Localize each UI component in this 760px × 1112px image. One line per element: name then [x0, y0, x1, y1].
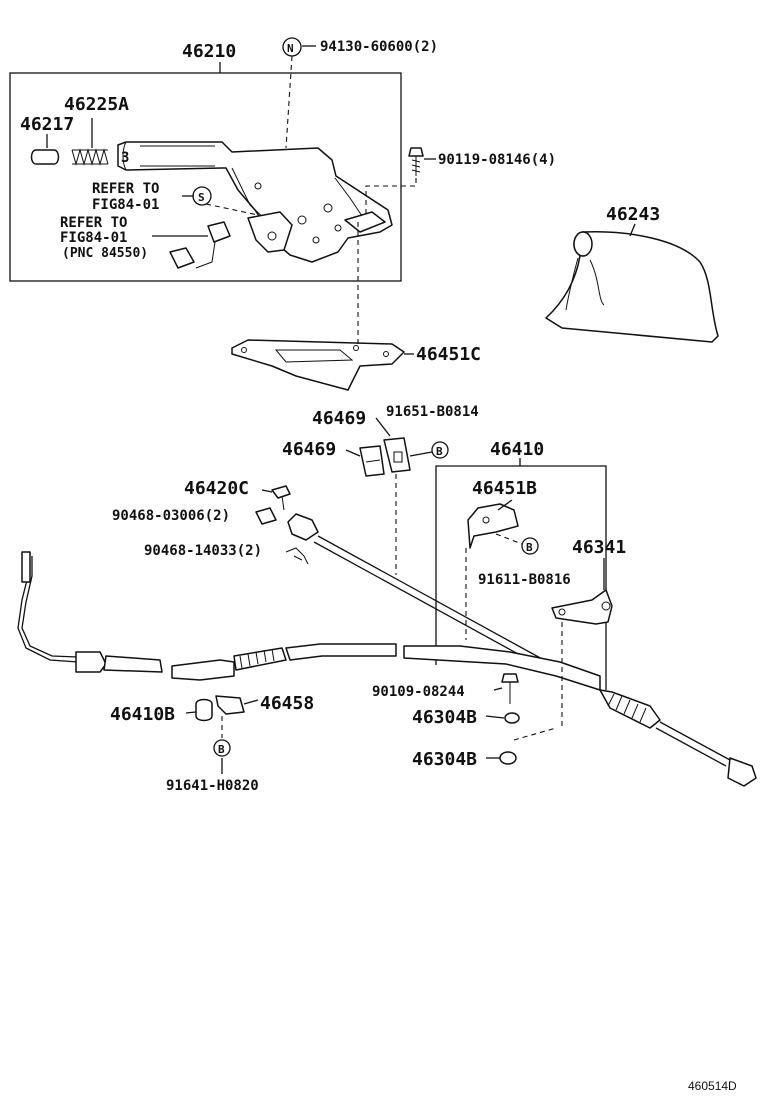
label-46451b: 46451B — [472, 478, 537, 499]
label-46410: 46410 — [490, 439, 544, 460]
cable-clip-icon — [255, 507, 277, 525]
label-46210: 46210 — [182, 41, 236, 62]
parking-brake-lever-icon: 3 — [117, 141, 393, 263]
b-marker-icon — [521, 537, 539, 555]
n-marker-label: N — [287, 42, 294, 55]
lever-assembly-box — [9, 72, 402, 282]
refer-label-2a: REFER TO — [60, 215, 127, 231]
b-marker-icon — [431, 441, 449, 459]
cable-clamp-icon — [285, 547, 309, 565]
label-90468-14033: 90468-14033(2) — [144, 543, 262, 559]
refer-label-2b: FIG84-01 — [60, 230, 127, 246]
label-94130: 94130-60600(2) — [320, 39, 438, 55]
label-46458: 46458 — [260, 693, 314, 714]
s-marker-icon — [192, 186, 212, 206]
label-46243: 46243 — [606, 204, 660, 225]
brake-switch-icon — [169, 221, 231, 269]
label-46217: 46217 — [20, 114, 74, 135]
nut-upper-icon — [504, 712, 520, 724]
b-marker-label-2: B — [526, 541, 533, 554]
lever-cap-icon — [30, 149, 60, 165]
grommet-46410b-icon — [195, 698, 213, 722]
label-90109: 90109-08244 — [372, 684, 465, 700]
label-46420c: 46420C — [184, 478, 249, 499]
label-46341: 46341 — [572, 537, 626, 558]
brake-cable-icon — [17, 513, 757, 787]
bolt-90109-icon — [501, 673, 519, 704]
label-91641: 91641-H0820 — [166, 778, 259, 794]
bracket-46451c-icon — [231, 339, 405, 391]
label-90119: 90119-08146(4) — [438, 152, 556, 168]
label-90468-03006: 90468-03006(2) — [112, 508, 230, 524]
boot-cover-icon — [545, 231, 719, 343]
label-46469-lower: 46469 — [282, 439, 336, 460]
label-46304b-lower: 46304B — [412, 749, 477, 770]
label-46469-upper: 46469 — [312, 408, 366, 429]
svg-text:3: 3 — [121, 150, 129, 166]
refer-label-1a: REFER TO — [92, 181, 159, 197]
diagram-id: 460514D — [688, 1079, 737, 1093]
label-91651: 91651-B0814 — [386, 404, 479, 420]
clip-46458-icon — [215, 695, 245, 715]
release-spring-icon — [71, 148, 109, 166]
b-marker-icon — [213, 739, 231, 757]
label-46225a: 46225A — [64, 94, 129, 115]
label-46304b-upper: 46304B — [412, 707, 477, 728]
b-marker-label-3: B — [218, 743, 225, 756]
label-46410b: 46410B — [110, 704, 175, 725]
equalizer-icon — [551, 589, 613, 625]
bracket-46451b-icon — [467, 503, 519, 549]
label-91611: 91611-B0816 — [478, 572, 571, 588]
refer-label-1b: FIG84-01 — [92, 197, 159, 213]
b-marker-label-1: B — [436, 445, 443, 458]
clip-upper-icon — [383, 437, 411, 473]
s-marker-label: S — [198, 191, 205, 204]
nut-lower-icon — [499, 751, 517, 765]
pnc-label: (PNC 84550) — [62, 246, 148, 261]
label-46451c: 46451C — [416, 344, 481, 365]
bolt-icon — [408, 147, 424, 176]
bolt-46420c-icon — [271, 485, 291, 511]
clip-lower-icon — [359, 445, 385, 477]
